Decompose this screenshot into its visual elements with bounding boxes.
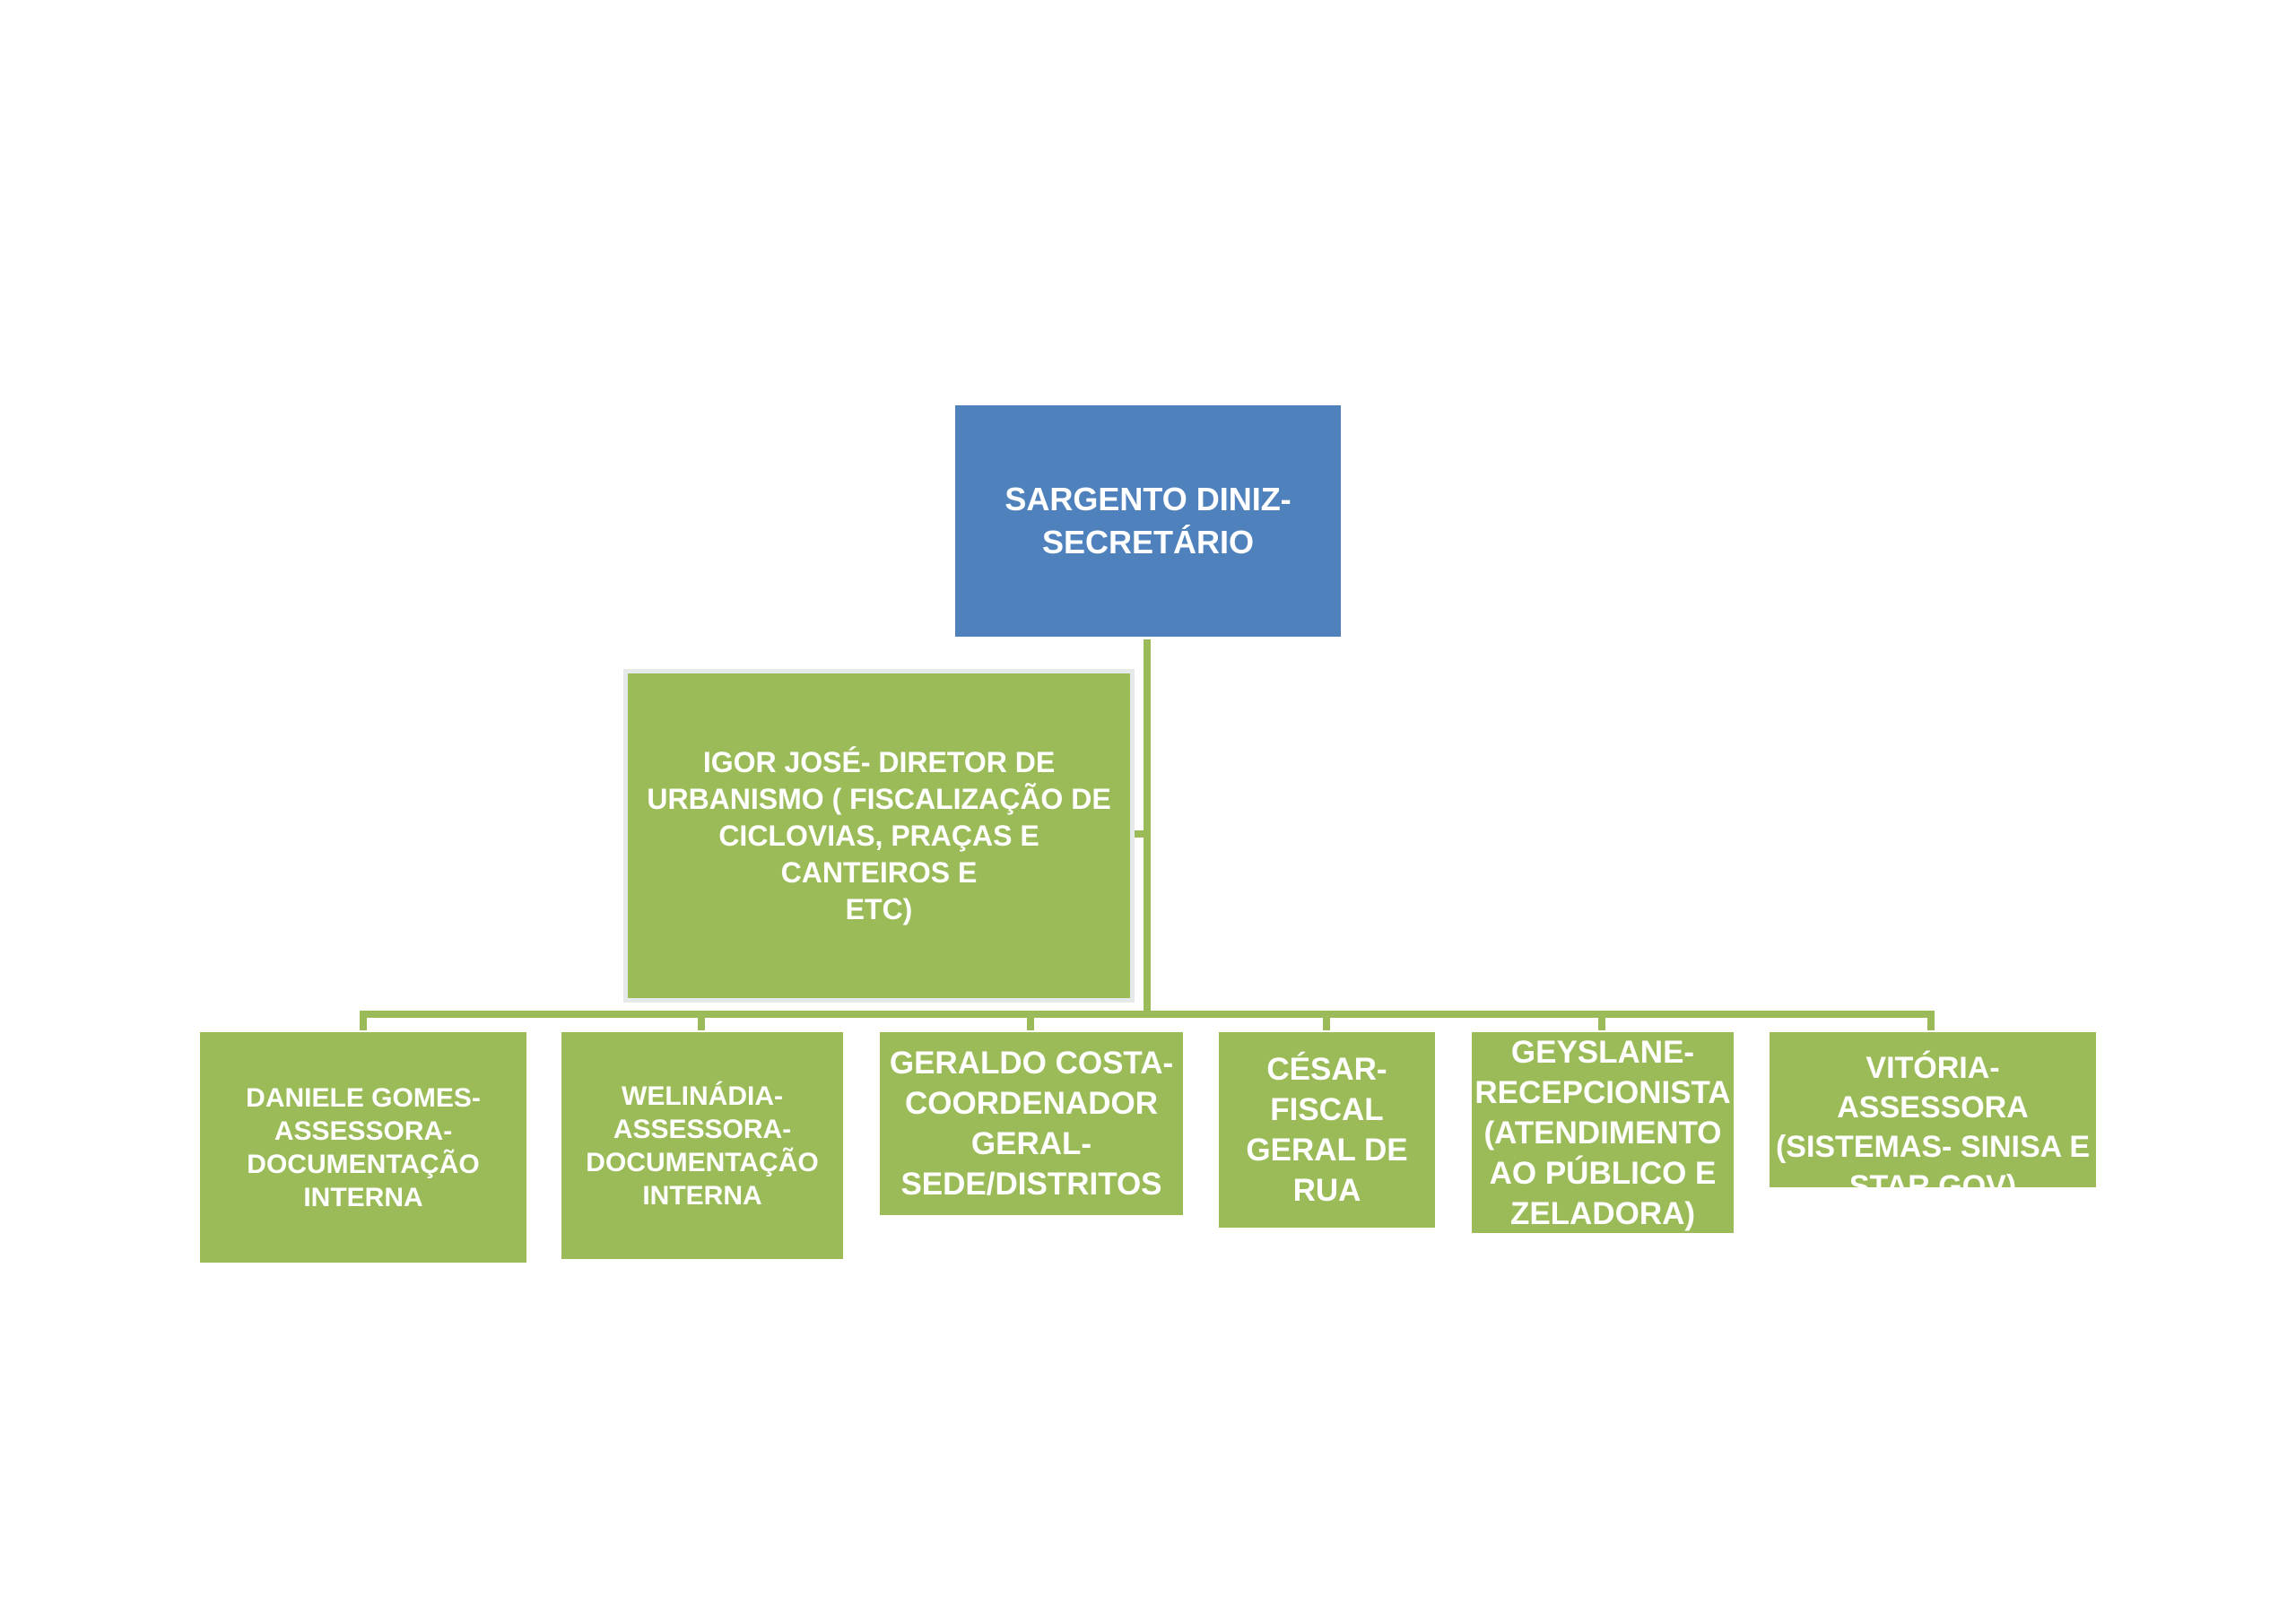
- root-node-secretario: SARGENTO DINIZ- SECRETÁRIO: [955, 405, 1341, 637]
- child-connector-5: [1598, 1011, 1605, 1030]
- assistant-node-diretor-urbanismo: IGOR JOSÉ- DIRETOR DE URBANISMO ( FISCAL…: [623, 669, 1135, 1003]
- child-node-geraldo-costa: GERALDO COSTA- COORDENADOR GERAL- SEDE/D…: [880, 1032, 1183, 1215]
- child-connector-1: [360, 1011, 367, 1030]
- child-connector-4: [1323, 1011, 1330, 1030]
- child-node-daniele-gomes: DANIELE GOMES- ASSESSORA- DOCUMENTAÇÃO I…: [200, 1032, 526, 1263]
- child-node-label: GERALDO COSTA- COORDENADOR GERAL- SEDE/D…: [889, 1046, 1174, 1202]
- root-vertical-connector: [1144, 639, 1151, 1013]
- assistant-connector: [1132, 830, 1146, 838]
- child-node-cesar: CÉSAR- FISCAL GERAL DE RUA: [1219, 1032, 1435, 1228]
- child-node-label: DANIELE GOMES- ASSESSORA- DOCUMENTAÇÃO I…: [246, 1082, 481, 1212]
- child-connector-3: [1027, 1011, 1034, 1030]
- children-horizontal-connector: [360, 1011, 1935, 1018]
- child-node-label: VITÓRIA- ASSESSORA (SISTEMAS- SINISA E S…: [1775, 1051, 2091, 1203]
- child-node-label: WELINÁDIA- ASSESSORA- DOCUMENTAÇÃO INTER…: [586, 1081, 819, 1211]
- child-node-welinadia: WELINÁDIA- ASSESSORA- DOCUMENTAÇÃO INTER…: [561, 1032, 843, 1259]
- child-connector-6: [1927, 1011, 1935, 1030]
- child-node-label: CÉSAR- FISCAL GERAL DE RUA: [1246, 1052, 1408, 1208]
- assistant-node-label: IGOR JOSÉ- DIRETOR DE URBANISMO ( FISCAL…: [647, 745, 1111, 925]
- child-node-geyslane: GEYSLANE- RECEPCIONISTA (ATENDIMENTO AO …: [1472, 1032, 1734, 1233]
- child-connector-2: [698, 1011, 705, 1030]
- child-node-label: GEYSLANE- RECEPCIONISTA (ATENDIMENTO AO …: [1474, 1034, 1731, 1231]
- child-node-vitoria: VITÓRIA- ASSESSORA (SISTEMAS- SINISA E S…: [1770, 1032, 2096, 1203]
- root-node-label: SARGENTO DINIZ- SECRETÁRIO: [1004, 481, 1292, 560]
